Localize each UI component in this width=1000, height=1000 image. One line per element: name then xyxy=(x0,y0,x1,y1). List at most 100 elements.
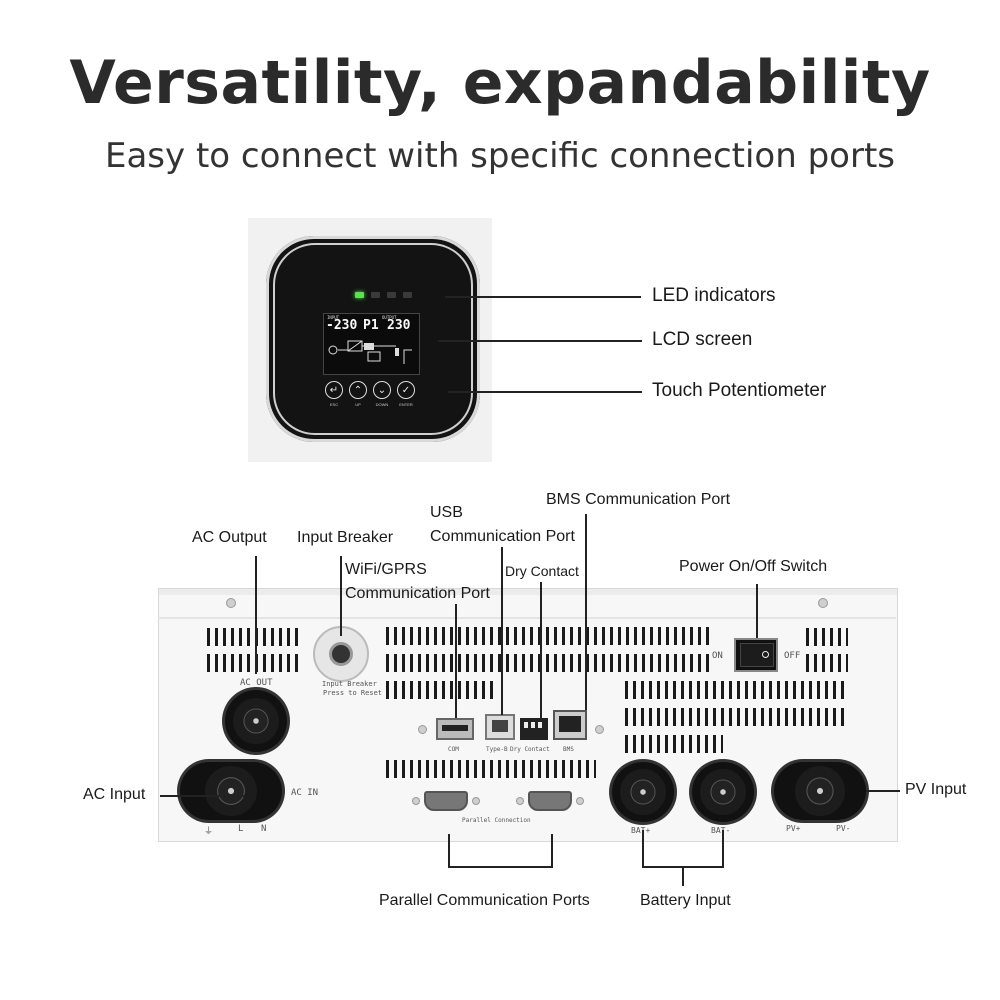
parallel-port-1[interactable] xyxy=(424,791,468,811)
wifi-communication-label: Communication Port xyxy=(345,585,490,602)
n-marking: N xyxy=(261,824,267,834)
l-marking: L xyxy=(238,824,244,834)
ac-input-callout-line xyxy=(160,795,244,797)
parallel-bracket-left xyxy=(448,834,450,867)
enter-back-icon[interactable]: ↵ xyxy=(325,381,343,399)
port-slot-icon xyxy=(442,725,468,731)
breaker-button-icon xyxy=(329,642,353,666)
cable-gland-icon xyxy=(205,766,257,816)
usb-callout-line xyxy=(501,547,503,715)
led-indicators-label: LED indicators xyxy=(652,285,776,306)
led-indicator-green xyxy=(355,292,364,298)
lcd-callout-line xyxy=(438,340,642,342)
battery-bracket-right xyxy=(722,830,724,867)
parallel-ports-label: Parallel Communication Ports xyxy=(379,892,590,909)
pv-minus-marking: PV- xyxy=(836,824,851,833)
dry-contact-label: Dry Contact xyxy=(505,563,579,579)
breaker-marking: Input Breaker xyxy=(322,680,377,688)
ground-symbol-icon: ⏚ xyxy=(204,827,214,837)
bms-callout-line xyxy=(585,514,587,710)
screw-icon xyxy=(418,725,427,734)
pv-input-callout-line xyxy=(866,790,900,792)
on-marking: ON xyxy=(712,651,723,661)
vent-slots xyxy=(386,654,710,672)
ac-out-marking: AC OUT xyxy=(240,678,273,688)
panel-edge xyxy=(158,617,896,619)
battery-bracket-left xyxy=(642,830,644,867)
screw-icon xyxy=(412,797,420,805)
lcd-input-tag: INPUT xyxy=(327,315,340,320)
bms-marking: BMS xyxy=(563,746,574,753)
led-callout-line xyxy=(445,296,641,298)
led-indicator xyxy=(371,292,380,298)
bat-minus-marking: BAT- xyxy=(711,826,731,835)
usb-b-slot-icon xyxy=(492,720,508,732)
usb-communication-label: Communication Port xyxy=(430,528,575,545)
vent-slots xyxy=(806,628,848,646)
battery-input-label: Battery Input xyxy=(640,892,731,909)
lcd-screen: INPUT OUTPUT -230 P1 230 xyxy=(323,313,420,375)
power-switch-label: Power On/Off Switch xyxy=(679,558,828,575)
control-panel-ring xyxy=(273,243,473,435)
screw-icon xyxy=(595,725,604,734)
pv-plus-marking: PV+ xyxy=(786,824,801,833)
terminal-pins-icon xyxy=(524,722,544,728)
input-breaker-label: Input Breaker xyxy=(297,529,394,546)
screw-icon xyxy=(576,797,584,805)
bat-plus-marking: BAT+ xyxy=(631,826,651,835)
lcd-flow-diagram-icon xyxy=(328,340,412,364)
touch-button-label: DOWN xyxy=(375,402,389,407)
parallel-bracket-base xyxy=(448,866,553,868)
up-icon[interactable]: ⌃ xyxy=(349,381,367,399)
vent-slots xyxy=(386,760,596,778)
page-subtitle: Easy to connect with specific connection… xyxy=(104,136,895,176)
screw-icon xyxy=(818,598,828,608)
ac-in-marking: AC IN xyxy=(291,788,319,798)
lcd-output-value: 230 xyxy=(387,318,411,333)
breaker-reset-marking: Press to Reset xyxy=(323,689,383,697)
battery-bracket-stem xyxy=(682,866,684,886)
down-icon[interactable]: ⌄ xyxy=(373,381,391,399)
vent-slots xyxy=(386,627,710,645)
off-marking: OFF xyxy=(784,651,801,661)
bms-port-label: BMS Communication Port xyxy=(546,491,731,508)
wifi-gprs-label: WiFi/GPRS xyxy=(345,561,427,578)
screw-icon xyxy=(472,797,480,805)
screw-icon xyxy=(226,598,236,608)
touch-potentiometer-label: Touch Potentiometer xyxy=(652,380,827,401)
vent-slots xyxy=(625,708,847,726)
lcd-output-tag: OUTPUT xyxy=(382,315,397,320)
wifi-callout-line xyxy=(455,604,457,718)
cable-gland-icon xyxy=(795,766,845,816)
led-indicator xyxy=(387,292,396,298)
rj45-slot-icon xyxy=(559,716,581,732)
cable-gland-icon xyxy=(620,769,666,815)
vent-slots xyxy=(625,681,847,699)
dry-contact-callout-line xyxy=(540,582,542,718)
lcd-input-value: -230 xyxy=(326,318,358,333)
ac-output-label: AC Output xyxy=(192,529,267,546)
cable-gland-icon xyxy=(233,698,279,744)
touch-callout-line xyxy=(448,391,642,393)
led-indicator xyxy=(403,292,412,298)
dry-contact-marking: Dry Contact xyxy=(510,746,550,753)
usb-label: USB xyxy=(430,504,463,521)
off-symbol-icon xyxy=(762,651,769,658)
pv-input-label: PV Input xyxy=(905,781,967,798)
parallel-port-2[interactable] xyxy=(528,791,572,811)
com-marking: COM xyxy=(448,746,459,753)
touch-button-label: UP xyxy=(355,402,361,407)
parallel-bracket-right xyxy=(551,834,553,867)
vent-slots xyxy=(386,681,496,699)
lcd-mode: P1 xyxy=(363,318,379,333)
ac-input-label: AC Input xyxy=(83,786,146,803)
type-b-marking: Type-B xyxy=(486,746,508,753)
check-icon[interactable]: ✓ xyxy=(397,381,415,399)
screw-icon xyxy=(516,797,524,805)
ac-output-callout-line xyxy=(255,556,257,674)
parallel-marking: Parallel Connection xyxy=(462,817,531,824)
page-title: Versatility, expandability xyxy=(69,48,931,118)
vent-slots xyxy=(806,654,848,672)
touch-button-label: ENTER xyxy=(399,402,413,407)
cable-gland-icon xyxy=(700,769,746,815)
